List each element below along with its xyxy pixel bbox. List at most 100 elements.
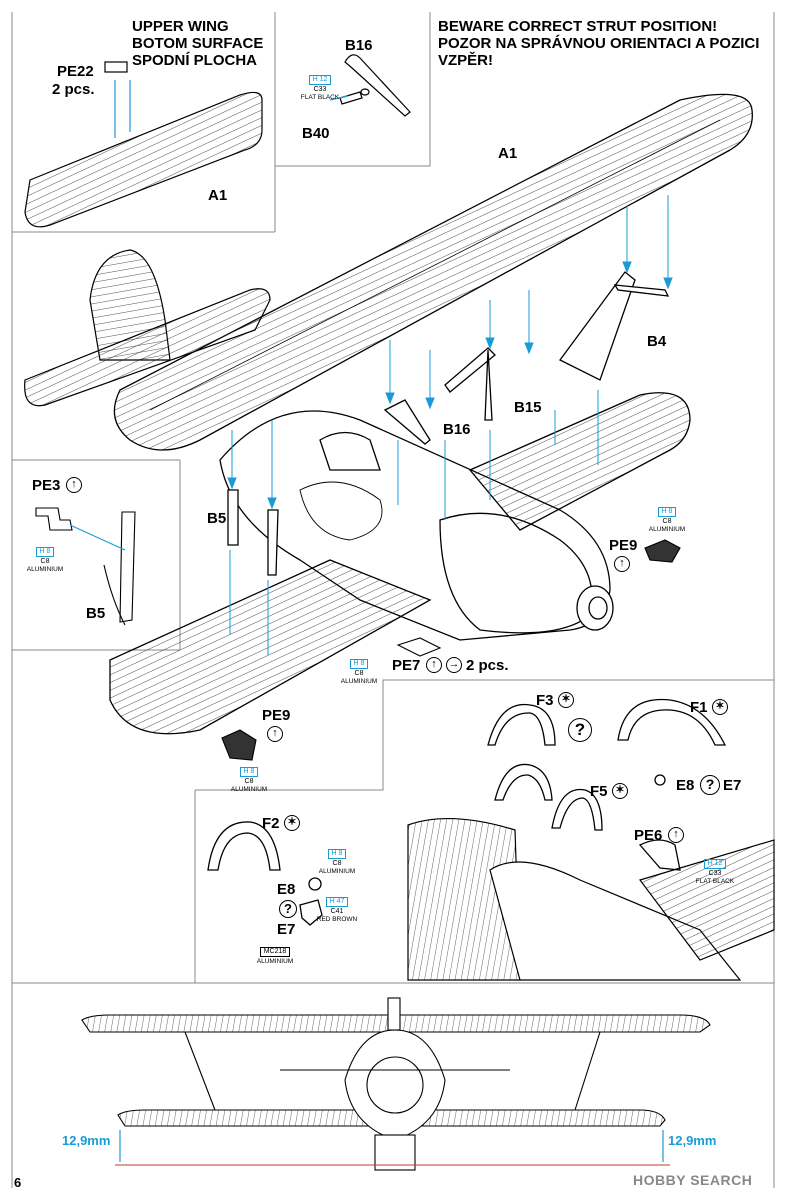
warning-line-1: BEWARE CORRECT STRUT POSITION!	[438, 18, 718, 35]
paint-name: ALUMINIUM	[230, 786, 268, 793]
part-b5-main: B5	[207, 510, 227, 527]
part-f2: F2	[262, 815, 280, 832]
paint-code: H 8	[349, 659, 369, 669]
part-pe7: PE7	[392, 657, 421, 674]
front-view	[81, 997, 711, 1171]
strut-warning: BEWARE CORRECT STRUT POSITION! POZOR NA …	[438, 18, 759, 69]
paint-name: RED BROWN	[316, 916, 358, 923]
paint-name: ALUMINIUM	[648, 526, 686, 533]
paint-callout-e8: H 8 C8 ALUMINIUM	[312, 842, 362, 875]
small-upper-wing	[24, 61, 263, 228]
star-icon: ✶	[284, 815, 300, 831]
heading-line-1: UPPER WING	[132, 18, 229, 35]
part-pe9-right: PE9	[609, 537, 638, 554]
part-b40: B40	[302, 125, 330, 142]
dimension-left: 12,9mm	[62, 1133, 111, 1148]
part-a1-small: A1	[208, 187, 228, 204]
warning-line-2: POZOR NA SPRÁVNOU ORIENTACI A POZICI	[438, 35, 760, 52]
part-pe9-left: PE9	[262, 707, 291, 724]
part-b16-inset: B16	[345, 37, 373, 54]
part-e7-left: E7	[277, 921, 296, 938]
paint-callout-e7-brown: H 47 C41 RED BROWN	[310, 890, 364, 923]
main-upper-wing	[113, 93, 753, 451]
part-e7-right: E7	[723, 777, 742, 794]
paint-callout-pe7: H 8 C8 ALUMINIUM	[334, 652, 384, 685]
arrow-up-icon: ↑	[267, 726, 283, 742]
paint-name: ALUMINIUM	[340, 678, 378, 685]
paint-code: H 12	[703, 859, 727, 869]
part-b5-inset: B5	[86, 605, 106, 622]
pe3-inset	[35, 507, 136, 626]
paint-code-c: C33	[708, 870, 722, 877]
pe-small-parts	[221, 539, 681, 761]
paint-callout-b40: H 12 C33 FLAT BLACK	[300, 68, 340, 101]
part-pe6: PE6	[634, 827, 663, 844]
paint-code-c: C8	[40, 558, 50, 565]
frame-lines	[11, 12, 775, 1188]
paint-callout-e7-mc: MC218 ALUMINIUM	[250, 940, 300, 965]
part-pe3: PE3	[32, 477, 61, 494]
dimension-arrows	[119, 1130, 664, 1162]
part-b4: B4	[647, 333, 667, 350]
assembly-arrows	[227, 195, 673, 655]
paint-name: ALUMINIUM	[318, 868, 356, 875]
part-e8-right: E8	[676, 777, 695, 794]
arrow-right-icon: →	[446, 657, 462, 673]
canopy-parts	[207, 698, 727, 926]
paint-code: MC218	[259, 947, 291, 957]
dimension-right: 12,9mm	[668, 1133, 717, 1148]
star-icon: ✶	[558, 692, 574, 708]
paint-name: ALUMINIUM	[26, 566, 64, 573]
cockpit-detail	[407, 817, 775, 981]
watermark: HOBBY SEARCH	[633, 1172, 753, 1188]
tail	[24, 249, 271, 407]
star-icon: ✶	[712, 699, 728, 715]
pe22-quantity: 2 pcs.	[52, 81, 95, 98]
paint-code-c: C41	[330, 908, 344, 915]
arrow-up-icon: ↑	[426, 657, 442, 673]
question-icon: ?	[700, 775, 720, 795]
paint-name: FLAT BLACK	[300, 94, 340, 101]
paint-code: H 12	[308, 75, 332, 85]
paint-code: H 8	[657, 507, 677, 517]
lower-wing-left	[109, 559, 432, 735]
fuselage	[219, 410, 614, 641]
paint-name: FLAT BLACK	[695, 878, 735, 885]
paint-callout-pe9-right: H 8 C8 ALUMINIUM	[642, 500, 692, 533]
paint-code-c: C8	[244, 778, 254, 785]
part-a1-main: A1	[498, 145, 518, 162]
paint-callout-pe3: H 8 C8 ALUMINIUM	[20, 540, 70, 573]
paint-code: H 47	[325, 897, 349, 907]
paint-code-c: C8	[354, 670, 364, 677]
page-number: 6	[14, 1175, 22, 1190]
paint-code: H 8	[239, 767, 259, 777]
paint-code-c: C33	[313, 86, 327, 93]
struts	[227, 271, 670, 576]
b16-strut-inset	[329, 54, 411, 117]
part-pe22: PE22	[57, 63, 94, 80]
paint-callout-pe6: H 12 C33 FLAT BLACK	[690, 852, 740, 885]
part-f1: F1	[690, 699, 708, 716]
question-icon: ?	[279, 900, 297, 918]
heading-line-3: SPODNÍ PLOCHA	[132, 52, 258, 69]
arrow-up-icon: ↑	[668, 827, 684, 843]
part-e8-left: E8	[277, 881, 296, 898]
paint-callout-pe9-left: H 8 C8 ALUMINIUM	[224, 760, 274, 793]
paint-code-c: C8	[662, 518, 672, 525]
upper-wing-heading: UPPER WING BOTOM SURFACE SPODNÍ PLOCHA	[132, 18, 263, 69]
part-f3: F3	[536, 692, 554, 709]
lower-wing-right	[468, 392, 691, 531]
warning-line-3: VZPĚR!	[438, 52, 494, 69]
paint-code: H 8	[35, 547, 55, 557]
paint-code: H 8	[327, 849, 347, 859]
part-f5: F5	[590, 783, 608, 800]
part-b16-main: B16	[443, 421, 471, 438]
paint-code-c: C8	[332, 860, 342, 867]
arrow-up-icon: ↑	[66, 477, 82, 493]
heading-line-2: BOTOM SURFACE	[132, 35, 264, 52]
part-b15: B15	[514, 399, 542, 416]
star-icon: ✶	[612, 783, 628, 799]
pe7-quantity: 2 pcs.	[466, 657, 509, 674]
